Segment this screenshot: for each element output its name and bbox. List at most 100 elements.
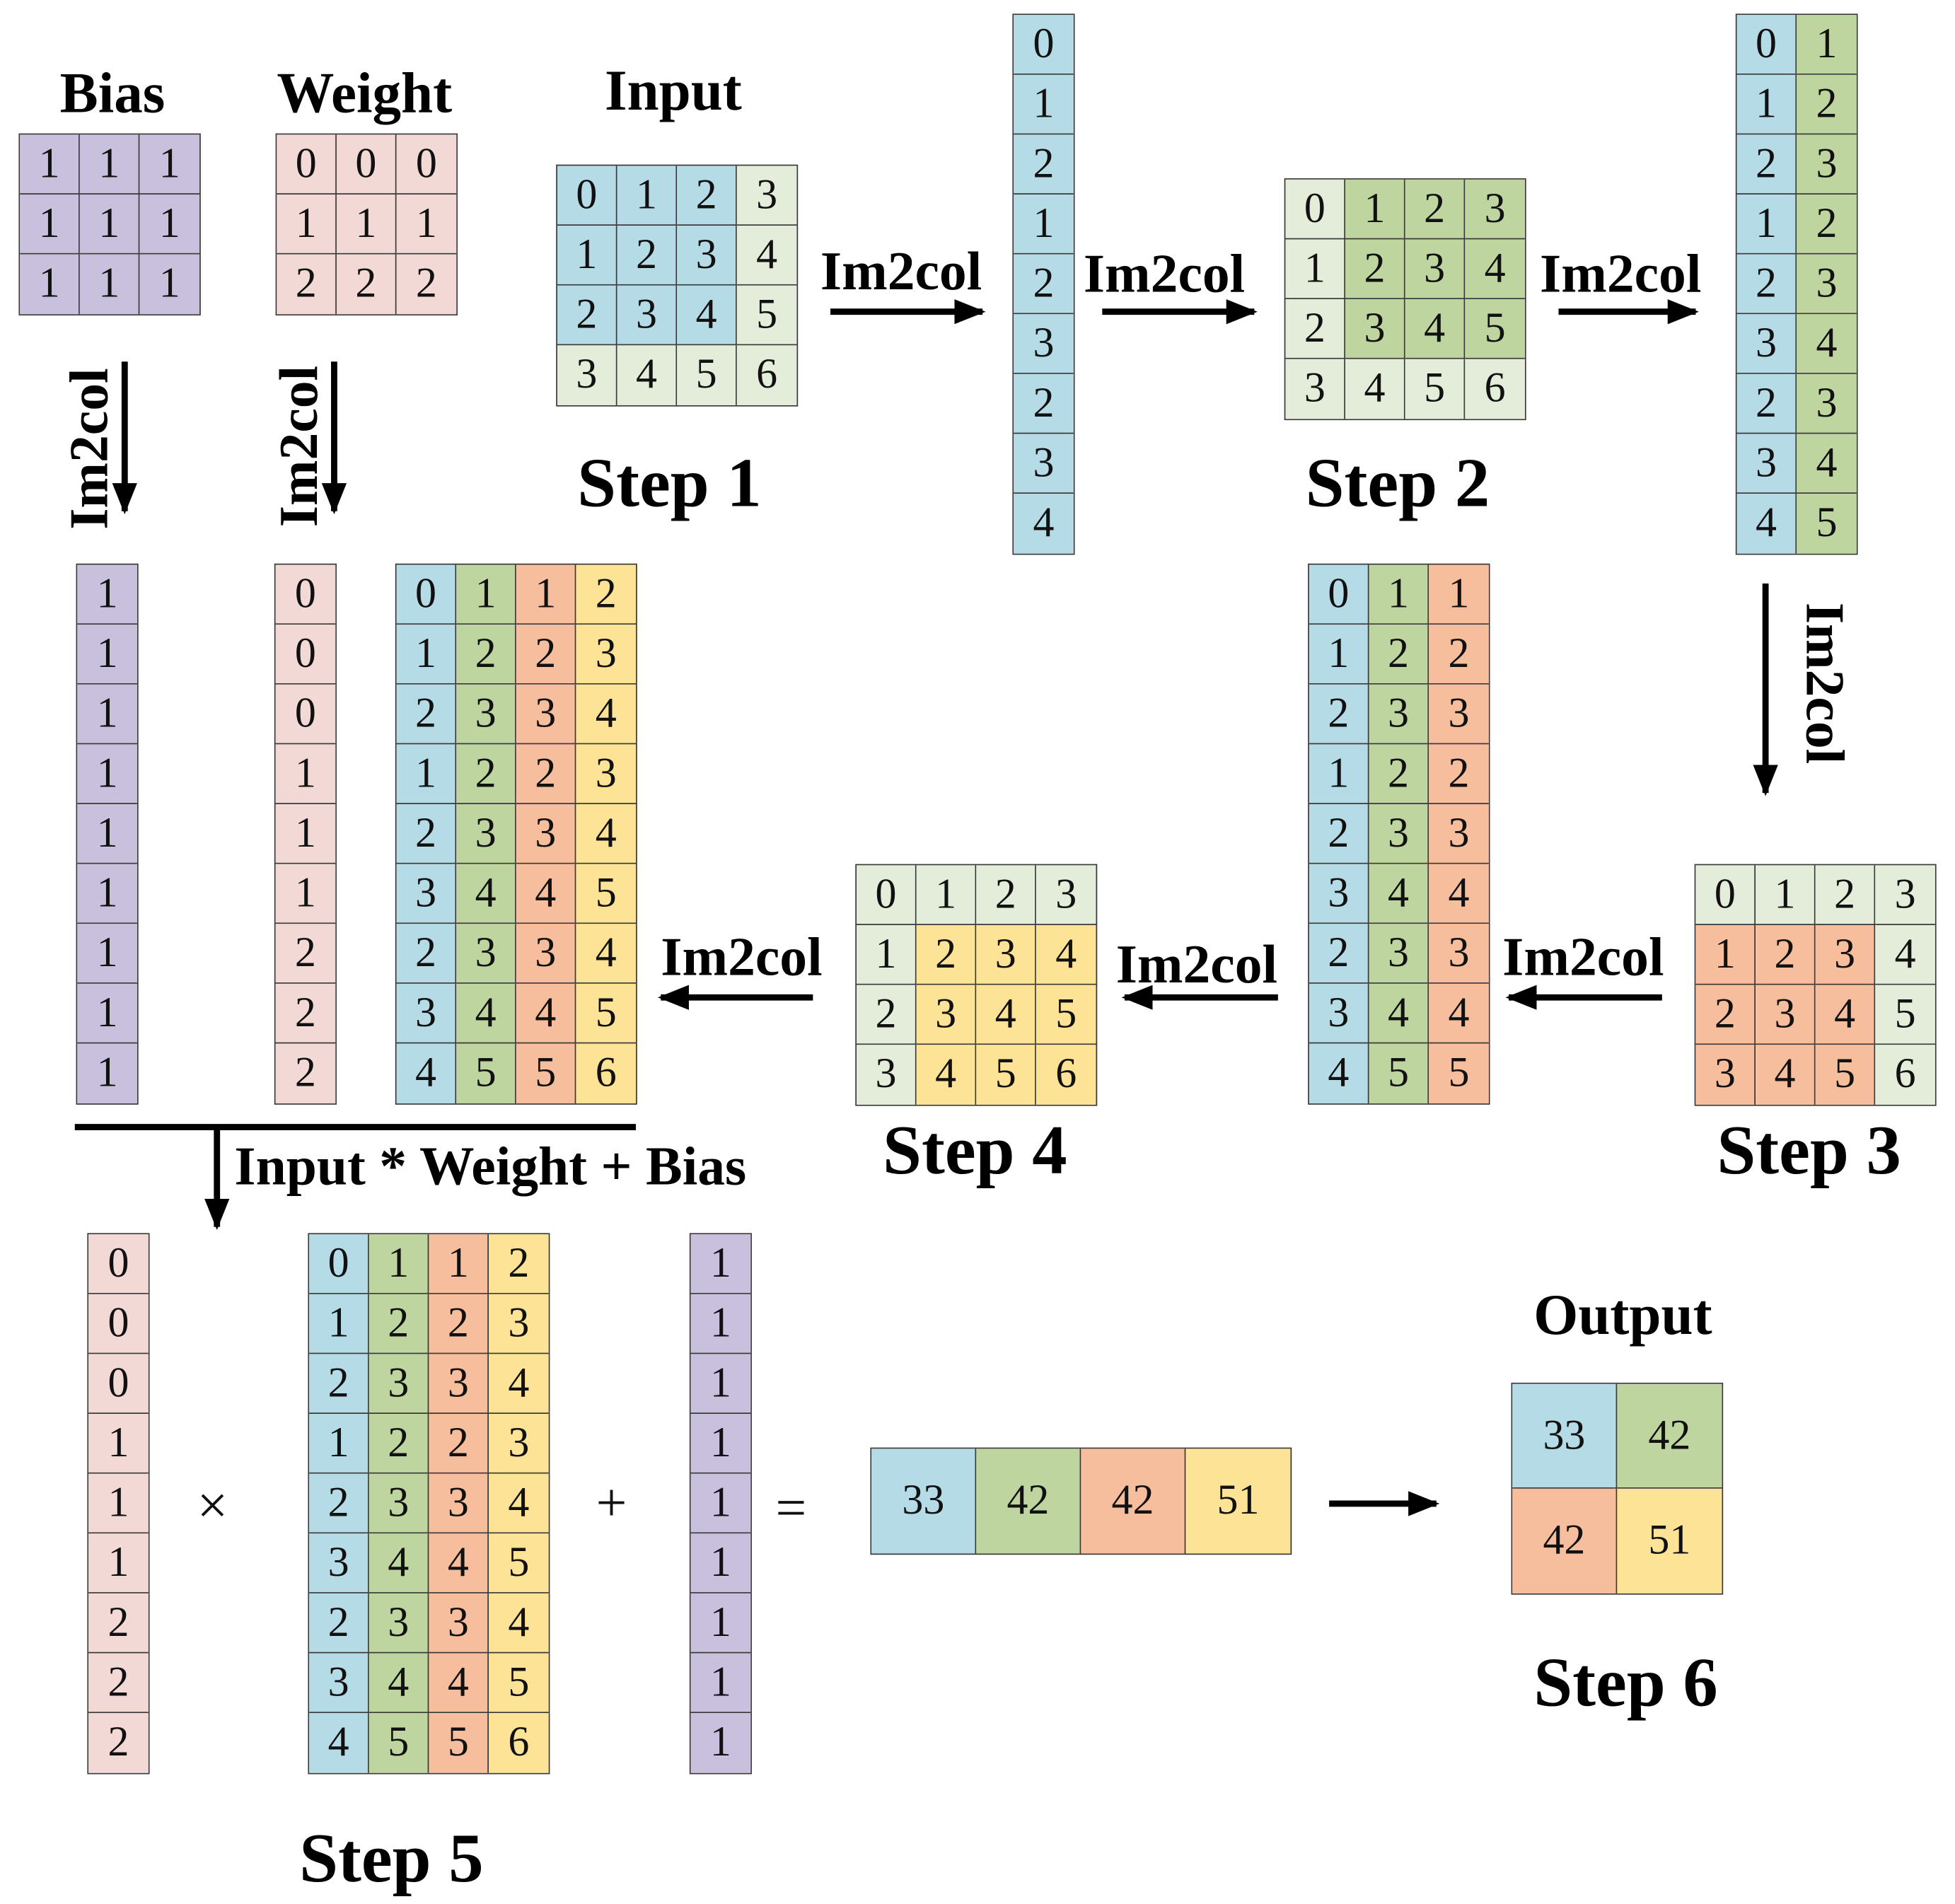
matrix-cell: 2 xyxy=(1014,254,1074,315)
matrix-cell: 2 xyxy=(617,226,678,286)
matrix-cell: 6 xyxy=(1465,359,1525,419)
matrix-cell: 3 xyxy=(1429,804,1489,864)
matrix-cell: 3 xyxy=(1014,434,1074,494)
matrix-cell: 3 xyxy=(557,345,617,405)
matrix-cell: 0 xyxy=(275,625,336,685)
matrix-cell: 6 xyxy=(576,1043,637,1104)
matrix-cell: 2 xyxy=(857,985,917,1045)
bias-title: Bias xyxy=(59,61,166,125)
matrix-cell: 4 xyxy=(1756,1045,1816,1105)
matrix-cell: 5 xyxy=(1797,494,1857,554)
matrix-cell: 3 xyxy=(1035,865,1096,925)
matrix-cell: 0 xyxy=(857,865,917,925)
matrix-cell: 1 xyxy=(139,254,200,315)
matrix-cell: 3 xyxy=(1345,299,1405,359)
matrix-cell: 3 xyxy=(369,1473,429,1534)
matrix-cell: 2 xyxy=(576,564,637,625)
matrix-cell: 3 xyxy=(1797,134,1857,195)
matrix-cell: 4 xyxy=(976,985,1036,1045)
matrix-cell: 1 xyxy=(77,564,137,625)
output-title: Output xyxy=(1533,1282,1712,1347)
matrix-cell: 2 xyxy=(516,625,576,685)
matrix-cell: 4 xyxy=(1736,494,1797,554)
matrix-cell: 3 xyxy=(369,1354,429,1415)
matrix-cell: 1 xyxy=(1736,74,1797,135)
matrix-cell: 1 xyxy=(77,924,137,984)
matrix-cell: 0 xyxy=(275,564,336,625)
matrix-cell: 4 xyxy=(369,1533,429,1594)
matrix-cell: 1 xyxy=(456,564,516,625)
im2col-label-bias: Im2col xyxy=(58,368,120,530)
matrix-cell: 5 xyxy=(369,1713,429,1773)
matrix-cell: 2 xyxy=(1797,74,1857,135)
matrix-cell: 1 xyxy=(1736,194,1797,255)
matrix-cell: 2 xyxy=(456,625,516,685)
matrix-cell: 3 xyxy=(456,684,516,745)
matrix-cell: 1 xyxy=(139,194,200,255)
matrix-cell: 2 xyxy=(1695,985,1756,1045)
matrix-cell: 1 xyxy=(396,625,457,685)
matrix-cell: 2 xyxy=(1815,865,1876,925)
matrix-cell: 2 xyxy=(396,924,457,984)
matrix-cell: 2 xyxy=(1309,684,1369,745)
matrix-cell: 0 xyxy=(1014,15,1074,75)
matrix-cell: 2 xyxy=(976,865,1036,925)
im2col-label-step2b: Im2col xyxy=(1540,243,1702,305)
matrix-cell: 3 xyxy=(1875,865,1935,925)
step1-label: Step 1 xyxy=(577,445,762,523)
matrix-cell: 3 xyxy=(1429,684,1489,745)
matrix-cell: 3 xyxy=(576,625,637,685)
matrix-cell: 3 xyxy=(429,1473,489,1534)
matrix-cell: 4 xyxy=(369,1653,429,1714)
matrix-cell: 0 xyxy=(396,134,457,195)
matrix-cell: 2 xyxy=(396,254,457,315)
matrix-cell: 1 xyxy=(1797,15,1857,75)
matrix-cell: 4 xyxy=(396,1043,457,1104)
matrix-cell: 2 xyxy=(429,1294,489,1354)
matrix-cell: 1 xyxy=(309,1294,369,1354)
matrix-cell: 42 xyxy=(1081,1449,1186,1554)
matrix-cell: 3 xyxy=(976,924,1036,985)
input-title: Input xyxy=(604,58,742,122)
matrix-cell: 3 xyxy=(489,1294,549,1354)
matrix-cell: 1 xyxy=(1014,74,1074,135)
matrix-cell: 2 xyxy=(489,1234,549,1294)
matrix-cell: 3 xyxy=(916,985,977,1045)
matrix-cell: 2 xyxy=(456,744,516,805)
matrix-cell: 2 xyxy=(1309,924,1369,984)
matrix-cell: 4 xyxy=(1035,924,1096,985)
matrix-cell: 5 xyxy=(1405,359,1466,419)
matrix-cell: 4 xyxy=(429,1533,489,1594)
matrix-cell: 1 xyxy=(396,744,457,805)
matrix-cell: 3 xyxy=(369,1593,429,1654)
matrix-cell: 0 xyxy=(309,1234,369,1294)
matrix-cell: 1 xyxy=(277,194,337,255)
matrix-cell: 3 xyxy=(617,285,678,346)
matrix-cell: 4 xyxy=(489,1473,549,1534)
matrix-cell: 1 xyxy=(690,1414,751,1474)
matrix-cell: 4 xyxy=(576,924,637,984)
step2-label: Step 2 xyxy=(1305,445,1490,523)
matrix-cell: 1 xyxy=(690,1713,751,1773)
matrix-cell: 4 xyxy=(516,864,576,924)
im2col-label-weight: Im2col xyxy=(268,365,330,528)
matrix-cell: 2 xyxy=(1014,373,1074,434)
matrix-cell: 5 xyxy=(576,864,637,924)
matrix-cell: 1 xyxy=(139,134,200,195)
matrix-cell: 3 xyxy=(1815,924,1876,985)
matrix-cell: 1 xyxy=(1756,865,1816,925)
step3-label: Step 3 xyxy=(1717,1112,1901,1190)
matrix-cell: 5 xyxy=(489,1533,549,1594)
step5-label: Step 5 xyxy=(299,1820,484,1898)
matrix-cell: 1 xyxy=(20,254,80,315)
matrix-cell: 4 xyxy=(576,684,637,745)
matrix-cell: 0 xyxy=(1736,15,1797,75)
matrix-cell: 0 xyxy=(1309,564,1369,625)
matrix-cell: 5 xyxy=(489,1653,549,1714)
matrix-cell: 2 xyxy=(1429,744,1489,805)
